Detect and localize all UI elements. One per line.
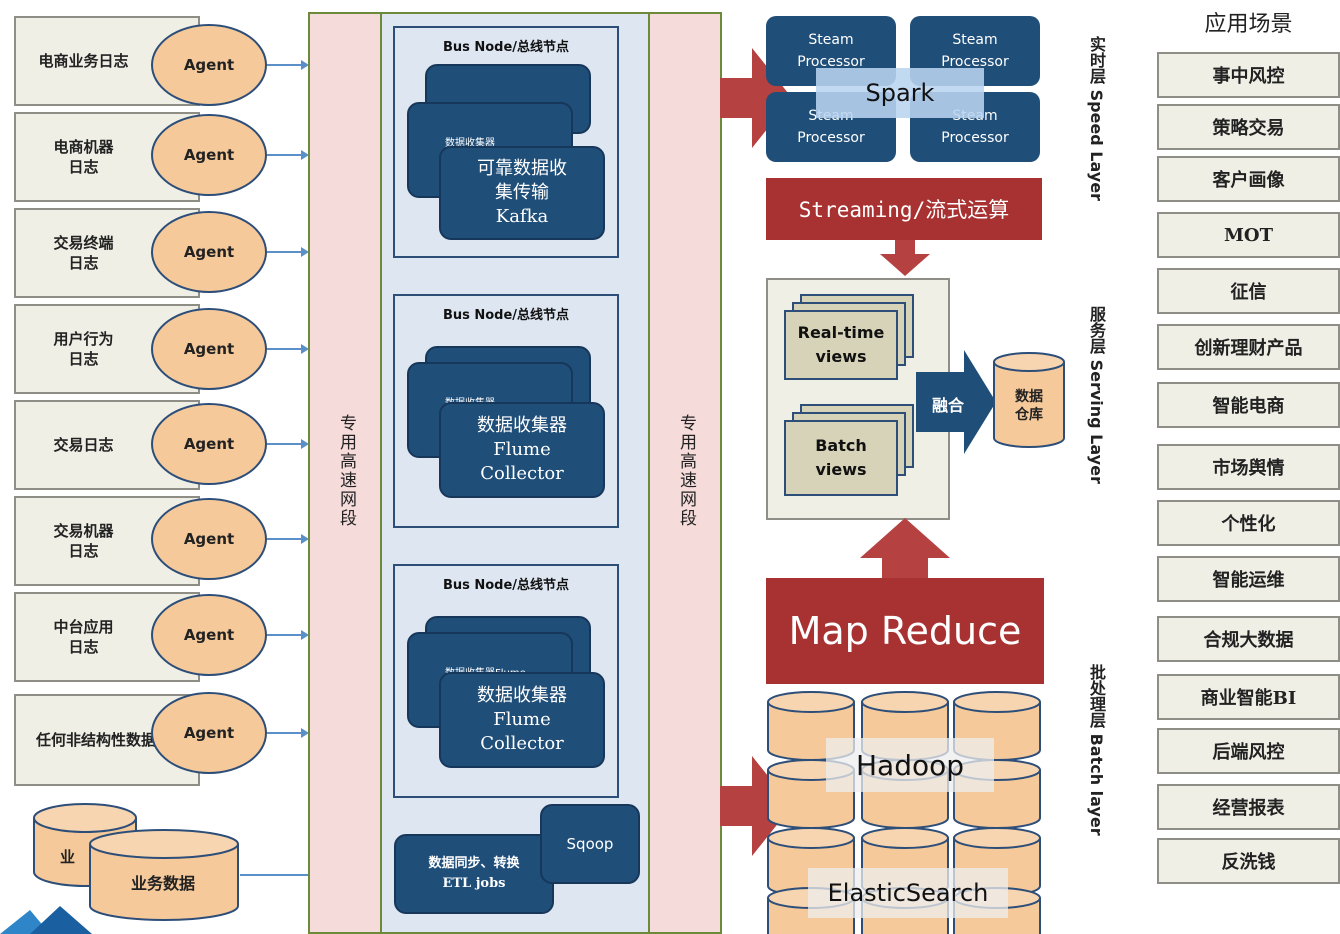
warehouse-label: 数据 仓库	[1015, 389, 1043, 423]
agent-node: Agent	[151, 24, 267, 106]
warehouse-cylinder-icon	[993, 352, 1065, 448]
app-item: 智能电商	[1157, 382, 1340, 428]
batch-layer-label: 批处理层 Batch layer	[1087, 664, 1106, 836]
bus-node: Bus Node/总线节点 数据收集器 可靠数据收 集传输 Kafka	[393, 26, 619, 258]
connector-line	[267, 154, 303, 156]
network-label: 专用高速网段	[336, 414, 356, 528]
agent-node: Agent	[151, 692, 267, 774]
app-item: 创新理财产品	[1157, 324, 1340, 370]
agent-node: Agent	[151, 211, 267, 293]
app-item: 征信	[1157, 268, 1340, 314]
kafka-card: 可靠数据收 集传输 Kafka	[439, 146, 605, 240]
agent-node: Agent	[151, 308, 267, 390]
down-arrow-icon	[880, 240, 930, 276]
connector-line	[267, 634, 303, 636]
batch-arrow-icon	[720, 756, 792, 856]
source-label: 中台应用 日志	[53, 618, 114, 656]
database-front-icon	[89, 829, 239, 921]
card-line: 数据收集器	[477, 415, 567, 436]
card-line: Flume	[493, 439, 551, 460]
bus-node-title: Bus Node/总线节点	[442, 308, 570, 323]
serving-layer-label: 服务层 Serving Layer	[1087, 306, 1106, 484]
connector-line	[267, 251, 303, 253]
arrow-head-icon	[301, 150, 309, 160]
app-item: 智能运维	[1157, 556, 1340, 602]
app-item: 反洗钱	[1157, 838, 1340, 884]
batch-views: Batch views	[784, 420, 898, 496]
app-item: 事中风控	[1157, 52, 1340, 98]
arrow-head-icon	[301, 534, 309, 544]
hadoop-label: Hadoop	[826, 738, 994, 792]
source-label: 用户行为 日志	[53, 330, 114, 368]
source-label: 交易机器 日志	[53, 522, 114, 560]
bus-node: Bus Node/总线节点 数据收集器 Flume 数据收集器 Flume Col…	[393, 564, 619, 798]
connector-line	[267, 443, 303, 445]
agent-node: Agent	[151, 114, 267, 196]
connector-line	[267, 64, 303, 66]
up-arrow-icon	[860, 518, 950, 578]
card-line: Collector	[480, 733, 564, 754]
card-line: Kafka	[495, 206, 549, 227]
arrow-head-icon	[301, 630, 309, 640]
network-label: 专用高速网段	[676, 414, 696, 528]
flume-card: 数据收集器 Flume Collector	[439, 672, 605, 768]
card-line: Collector	[480, 463, 564, 484]
arrow-head-icon	[301, 439, 309, 449]
spark-label: Spark	[816, 68, 984, 118]
flume-card: 数据收集器 Flume Collector	[439, 402, 605, 498]
bus-node-title: Bus Node/总线节点	[442, 40, 570, 55]
source-label: 电商业务日志	[38, 52, 129, 70]
app-item: 合规大数据	[1157, 616, 1340, 662]
card-line: 数据收集器	[477, 685, 567, 706]
network-band-left: 专用高速网段	[308, 12, 382, 934]
speed-layer-label: 实时层 Speed Layer	[1087, 36, 1106, 201]
etl-card: 数据同步、转换 ETL jobs	[394, 834, 554, 914]
card-line: 集传输	[495, 182, 549, 203]
realtime-views: Real-time views	[784, 310, 898, 380]
database-back-label: 业	[60, 848, 76, 866]
card-line: Flume	[493, 709, 551, 730]
elasticsearch-label: ElasticSearch	[808, 868, 1008, 918]
app-item: 市场舆情	[1157, 444, 1340, 490]
app-item: 个性化	[1157, 500, 1340, 546]
source-label: 交易终端 日志	[53, 234, 114, 272]
merge-arrow-icon	[916, 350, 996, 454]
connector-line	[267, 732, 303, 734]
apps-title: 应用场景	[1204, 12, 1293, 37]
sqoop-card: Sqoop	[540, 804, 640, 884]
speed-arrow-icon	[720, 48, 792, 148]
arrow-head-icon	[301, 247, 309, 257]
agent-node: Agent	[151, 403, 267, 485]
connector-line	[267, 538, 303, 540]
app-item: 客户画像	[1157, 156, 1340, 202]
app-item: 经营报表	[1157, 784, 1340, 830]
network-band-right: 专用高速网段	[648, 12, 722, 934]
app-item: MOT	[1157, 212, 1340, 258]
arrow-head-icon	[301, 60, 309, 70]
source-label: 任何非结构性数据	[36, 731, 157, 749]
bus-node-title: Bus Node/总线节点	[442, 578, 570, 593]
database-front-label: 业务数据	[130, 874, 195, 893]
source-label: 交易日志	[53, 436, 114, 454]
mapreduce-bar: Map Reduce	[766, 578, 1044, 684]
arrow-head-icon	[301, 728, 309, 738]
connector-line	[267, 348, 303, 350]
arrow-head-icon	[301, 344, 309, 354]
card-line: 可靠数据收	[477, 158, 567, 179]
app-item: 策略交易	[1157, 104, 1340, 150]
stacked-card-label: 数据收集器	[445, 138, 495, 149]
source-label: 电商机器 日志	[53, 138, 114, 176]
logo-fragment-icon	[0, 906, 92, 934]
merge-label: 融合	[931, 396, 964, 415]
app-item: 商业智能BI	[1157, 674, 1340, 720]
agent-node: Agent	[151, 498, 267, 580]
agent-node: Agent	[151, 594, 267, 676]
streaming-bar: Streaming/流式运算	[766, 178, 1042, 240]
app-item: 后端风控	[1157, 728, 1340, 774]
bus-node: Bus Node/总线节点 数据收集器 数据收集器 Flume Collecto…	[393, 294, 619, 528]
